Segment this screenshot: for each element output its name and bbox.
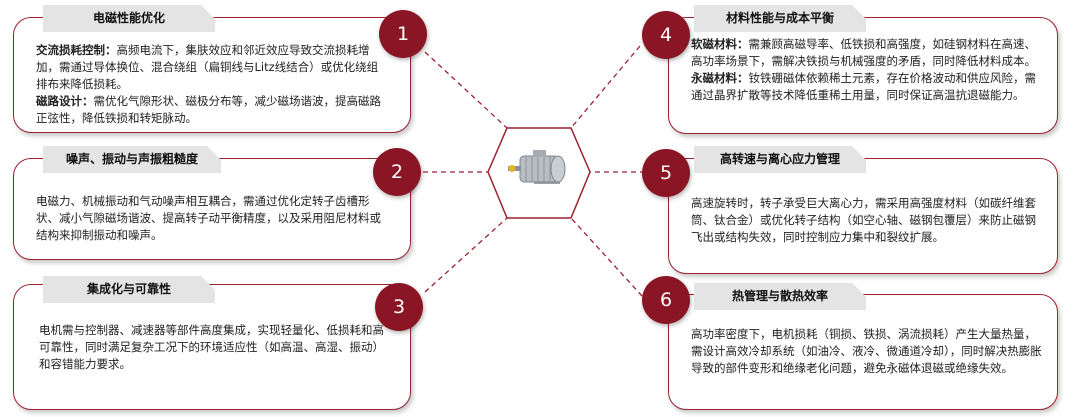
connector-6 bbox=[570, 217, 643, 297]
badge-4: 4 bbox=[642, 11, 690, 59]
card-paragraph: 电机需与控制器、减速器等部件高度集成，实现轻量化、低损耗和高可靠性，同时满足复杂… bbox=[39, 323, 384, 371]
card-title-4: 材料性能与成本平衡 bbox=[694, 5, 866, 32]
badge-2: 2 bbox=[373, 148, 421, 196]
card-title-5: 高转速与离心应力管理 bbox=[694, 146, 866, 173]
badge-6: 6 bbox=[642, 276, 690, 324]
card-integration-reliability: 电机需与控制器、减速器等部件高度集成，实现轻量化、低损耗和高可靠性，同时满足复杂… bbox=[13, 284, 411, 410]
card-paragraph: 电磁力、机械振动和气动噪声相互耦合，需通过优化定转子齿槽形状、减小气隙磁场谐波、… bbox=[36, 194, 381, 242]
electric-motor-icon bbox=[508, 150, 566, 184]
card-paragraph: 交流损耗控制：高频电流下，集肤效应和邻近效应导致交流损耗增加，需通过导体换位、混… bbox=[36, 43, 379, 91]
card-paragraph: 高功率密度下，电机损耗（铜损、铁损、涡流损耗）产生大量热量，需设计高效冷却系统（… bbox=[691, 327, 1042, 375]
card-paragraph: 磁路设计：需优化气隙形状、磁极分布等，减少磁场谐波，提高磁路正弦性，降低铁损和转… bbox=[36, 94, 381, 125]
card-high-speed-stress: 高速旋转时，转子承受巨大离心力，需采用高强度材料（如碳纤维套筒、钛合金）或优化转… bbox=[668, 158, 1058, 274]
card-title-3: 集成化与可靠性 bbox=[43, 276, 215, 303]
card-title-2: 噪声、振动与声振粗糙度 bbox=[43, 146, 221, 173]
connector-3 bbox=[424, 217, 508, 293]
badge-1: 1 bbox=[379, 10, 427, 58]
card-paragraph: 软磁材料：需兼顾高磁导率、低铁损和高强度，如硅钢材料在高速、高功率场景下，需解决… bbox=[691, 37, 1036, 68]
connector-4 bbox=[570, 45, 641, 129]
card-title-6: 热管理与散热效率 bbox=[694, 283, 866, 310]
connector-1 bbox=[424, 51, 508, 129]
card-thermal-management: 高功率密度下，电机损耗（铜损、铁损、涡流损耗）产生大量热量，需设计高效冷却系统（… bbox=[668, 294, 1058, 410]
card-title-1: 电磁性能优化 bbox=[43, 5, 215, 32]
card-nvh: 电磁力、机械振动和气动噪声相互耦合，需通过优化定转子齿槽形状、减小气隙磁场谐波、… bbox=[13, 158, 411, 260]
card-paragraph: 永磁材料：钕铁硼磁体依赖稀土元素，存在价格波动和供应风险，需通过晶界扩散等技术降… bbox=[691, 71, 1036, 102]
card-electromagnetic-performance: 交流损耗控制：高频电流下，集肤效应和邻近效应导致交流损耗增加，需通过导体换位、混… bbox=[13, 17, 411, 133]
card-material-cost: 软磁材料：需兼顾高磁导率、低铁损和高强度，如硅钢材料在高速、高功率场景下，需解决… bbox=[668, 17, 1058, 134]
badge-3: 3 bbox=[375, 283, 423, 331]
card-paragraph: 高速旋转时，转子承受巨大离心力，需采用高强度材料（如碳纤维套筒、钛合金）或优化转… bbox=[691, 196, 1036, 244]
badge-5: 5 bbox=[642, 149, 690, 197]
